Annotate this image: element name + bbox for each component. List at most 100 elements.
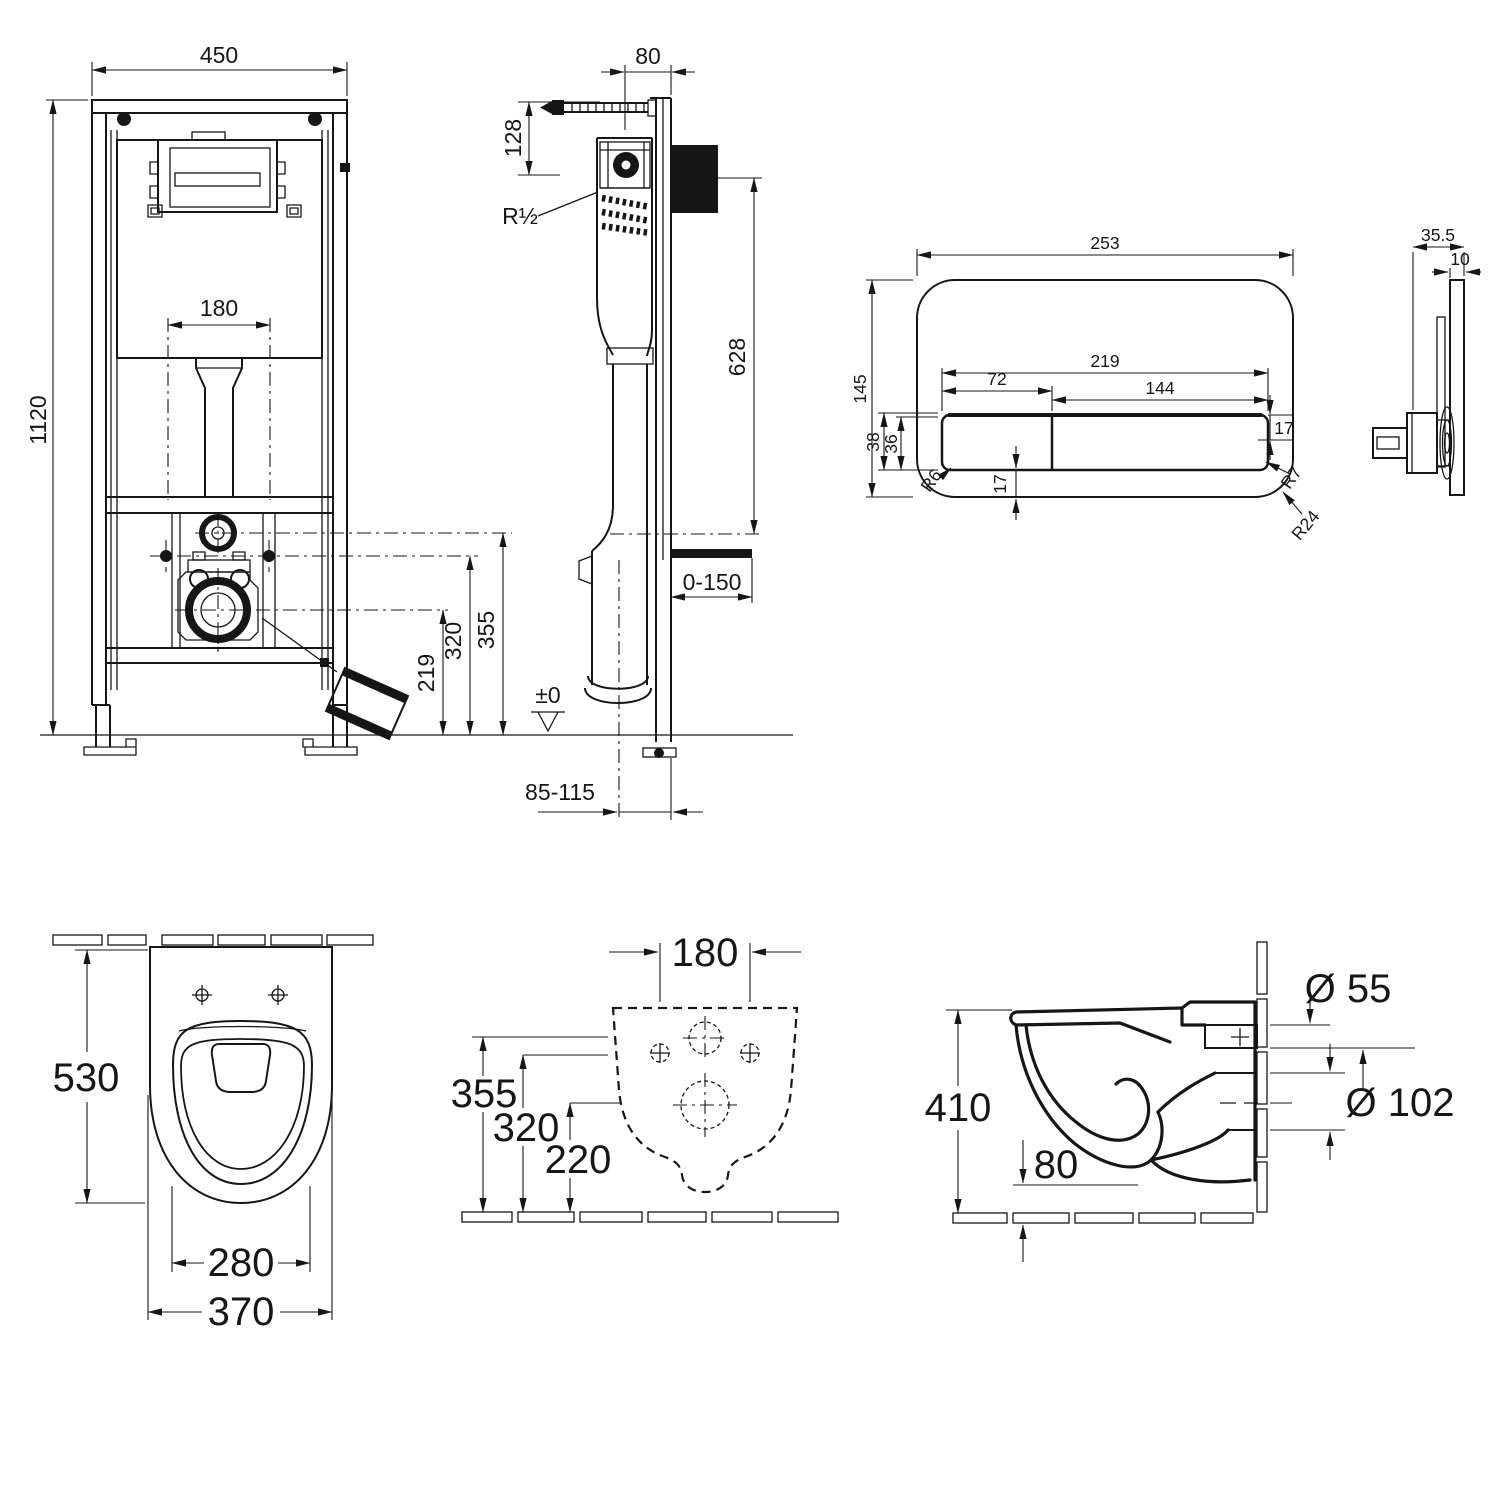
template-outlet-centerlines [673,1073,737,1137]
wall-tile [217,934,266,946]
side-clip [340,163,350,172]
bracket-lugs [192,551,246,561]
dim-1120-label: 1120 [25,395,51,444]
dim-219-label: 219 [413,654,439,692]
backflow-tab [578,555,593,585]
frame-top-bar [91,99,348,114]
floor-tile [647,1211,707,1223]
floor-tile [777,1211,839,1223]
wall-tile [52,934,103,946]
wc-top-view: 530 280 370 [52,934,374,1334]
supply-centerlines [195,512,512,554]
outlet-pipe-side [591,504,648,685]
dim-355-label: 355 [473,611,499,649]
outlet-centerlines [175,568,448,652]
fixing-cross-lines [192,985,288,1005]
wc-body-outline [149,946,333,1205]
dim-t180-extensions [659,943,751,1002]
mount-hole-right [308,112,322,126]
supply-rod-mount [647,99,657,117]
crossbar-clip [320,658,329,667]
mechanism-links [1437,419,1450,467]
wall-tile [270,934,323,946]
wall-hatch-side [1256,941,1268,1213]
dim-10-label: 10 [1450,249,1470,269]
dim-370-extensions [147,1095,333,1320]
floor-tile [711,1211,773,1223]
dim-55-refs [1270,1024,1415,1049]
dim-35-extensions [1412,252,1465,410]
mount-hole-left [117,112,131,126]
crossbar-lower [106,647,333,664]
flush-plate-housing [671,145,718,213]
dim-t220-label: 220 [545,1138,612,1182]
floor-tile [1012,1212,1070,1224]
dim-72-label: 72 [987,369,1006,389]
dim-145-extensions [866,279,913,498]
dim-t180-label: 180 [672,931,739,975]
flush-plate-front-view: 253 145 219 72 144 38 36 17 17 R6 R7 [850,233,1324,544]
template-hole-crosses [650,1043,760,1063]
dim-55-label: Ø 55 [1305,967,1392,1011]
dim-t320-label: 320 [493,1106,560,1150]
label-r-half: R½ [502,203,538,229]
rail-foot-bolt [654,748,664,758]
access-side-tabs [149,161,286,199]
floor-hatch-side [952,1212,1254,1224]
dim-370-label: 370 [208,1290,275,1334]
rail-profile [650,97,672,742]
dim-0-150-label: 0-150 [683,569,742,595]
valve-knob-center [621,160,631,170]
dim-35-label: 35.5 [1421,225,1455,245]
connection-ticks [1220,1028,1258,1104]
wc-bowl-inner [1024,1023,1151,1142]
dim-450-label: 450 [200,42,238,68]
frame-front-view: 450 1120 180 [25,42,512,756]
flush-insert [210,1043,272,1093]
dim-280-extensions [171,1186,311,1272]
dim-102-refs [1270,1072,1345,1131]
outlet-pipe-lines [1215,1072,1257,1131]
dim-628-label: 628 [724,338,750,376]
floor-tile [1074,1212,1134,1224]
r24-leader [1282,491,1303,515]
r6-leader [938,467,952,481]
dim-219-label: 219 [1090,351,1119,371]
button-area [940,413,1270,472]
wall-tile [161,934,214,946]
outlet-plate [177,571,259,641]
wc-bowl-outer [1014,1023,1164,1169]
dim-128-label: 128 [500,119,526,157]
label-r24: R24 [1287,506,1323,544]
template-inlet-centerlines [683,1016,727,1060]
wall-hatch-top [52,934,374,946]
outlet-flange-rings [584,675,652,704]
inlet-spigot [1204,1024,1258,1049]
flush-access-box [157,139,278,213]
frame-side-view: 80 128 R½ 628 [500,43,762,820]
dim-144-label: 144 [1145,378,1174,398]
template-ref-lines [472,1036,620,1104]
supply-rod-cap [552,100,564,115]
push-rod-slot [1376,436,1400,450]
rod-anchor-left [160,550,172,562]
flush-access-slot [174,172,261,187]
plate-slab [1449,279,1465,496]
datum-zero-label: ±0 [535,682,560,708]
dim-530-label: 530 [53,1056,120,1100]
wall-tile [1256,1051,1268,1105]
wall-tile [107,934,147,946]
floor-tile [1200,1212,1254,1224]
seat-outline [171,1019,314,1186]
pipe-union-nut [606,347,654,365]
wall-tile [326,934,374,946]
dim-180-centerlines [167,318,271,500]
dim-17r-extensions [1258,414,1294,441]
dim-17r-label: 17 [1274,418,1293,438]
seat-hinge-line [178,1025,307,1032]
access-top-bracket [191,131,226,141]
dim-36-label: 36 [881,434,901,453]
frame-feet [83,738,358,756]
